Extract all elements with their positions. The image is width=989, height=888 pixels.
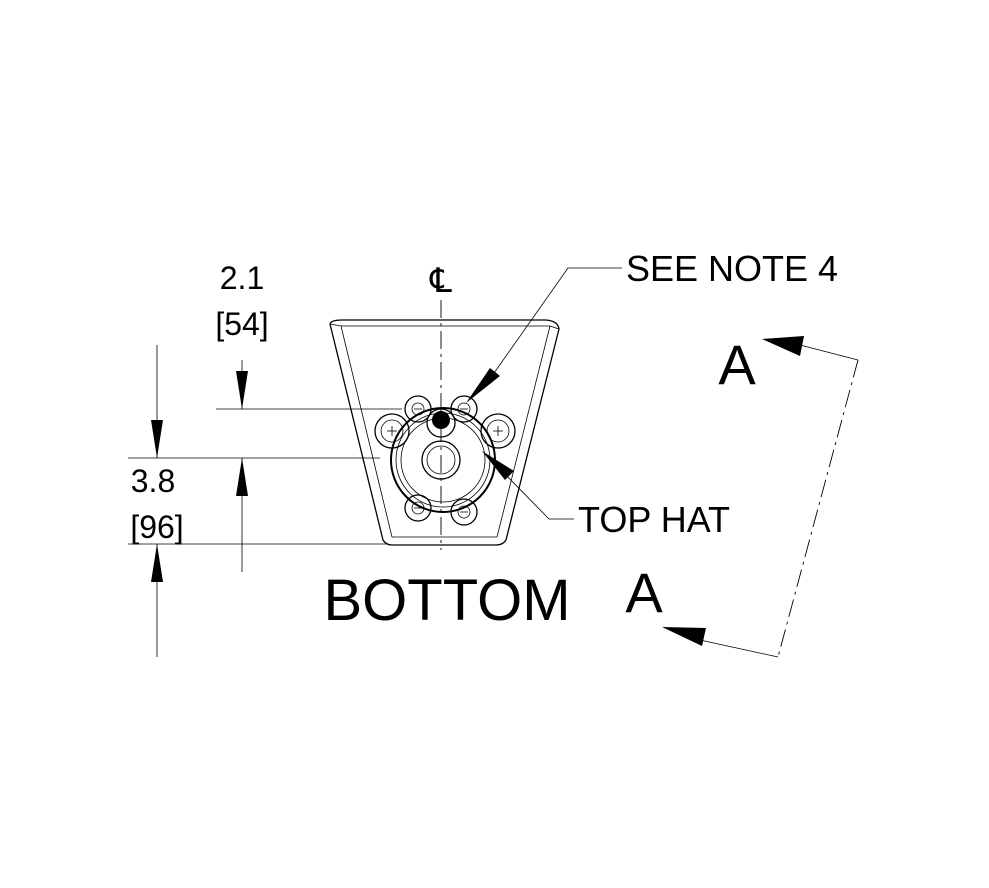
top-hat-leader [482,451,574,520]
dim-lower-inch: 3.8 [131,463,175,499]
side-bolt-left [374,413,410,449]
section-cutting-plane [662,336,859,658]
see-note-leader [466,267,622,403]
dim-upper-inch: 2.1 [220,260,264,296]
flange-screws [404,395,478,526]
housing-outline [329,319,560,546]
top-hat-label: TOP HAT [578,499,730,540]
view-title: BOTTOM [323,568,570,633]
section-marker-upper: A [718,333,756,396]
dim-lower-mm: [96] [130,509,183,545]
dimension-lines [128,345,402,657]
centerline-symbol: ℄ [429,262,452,300]
dim-upper-mm: [54] [215,306,268,342]
top-hat-flange [390,407,496,513]
see-note-label: SEE NOTE 4 [626,248,838,289]
side-bolt-right [480,413,516,449]
section-marker-lower: A [625,561,663,624]
note-4-plug [432,411,450,429]
